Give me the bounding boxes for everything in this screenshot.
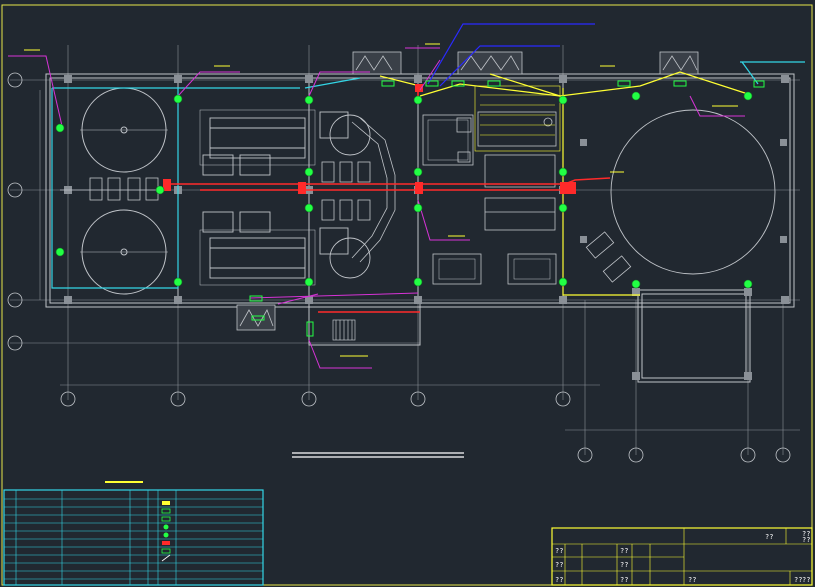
- title-cell-4: ??: [555, 547, 563, 555]
- chiller-return-bend: [351, 117, 396, 263]
- title-cell-3: ??: [802, 536, 810, 544]
- title-cell-11: ??: [794, 576, 802, 584]
- tank-large-right: [610, 109, 776, 275]
- scale-bar: [292, 452, 464, 458]
- title-cell-2: ??: [802, 530, 810, 538]
- pump-row-middle: [321, 161, 371, 221]
- red-pipe-network: [165, 86, 611, 313]
- cooling-tower-3: [659, 51, 699, 75]
- legend-table: [3, 481, 264, 586]
- electrical-room-equipment: [422, 111, 557, 285]
- title-cell-7: ??: [620, 561, 628, 569]
- cooling-tower-4: [236, 304, 276, 331]
- title-cell-10: ??: [688, 576, 696, 584]
- stair: [332, 319, 356, 341]
- title-block: [551, 527, 813, 586]
- cooling-tower-2: [457, 51, 523, 75]
- title-cell-12: ??: [802, 576, 810, 584]
- pumps-near-tank: [585, 231, 632, 283]
- red-pipe-fittings: [163, 84, 576, 194]
- legend-symbols: [161, 501, 171, 562]
- annotation-leader-labels: [24, 43, 738, 357]
- title-cell-5: ??: [620, 547, 628, 555]
- blue-leader-lines: [427, 23, 595, 87]
- title-cell-1: ??: [765, 533, 773, 541]
- magenta-pipe-network: [8, 47, 745, 369]
- valve-markers: [55, 91, 753, 289]
- cyan-pipe-network: [51, 61, 805, 289]
- valve-boxes: [249, 80, 765, 337]
- equipment-room-outline: [474, 85, 640, 296]
- chiller-unit-upper: [199, 109, 371, 176]
- cooling-tower-1: [352, 51, 402, 75]
- axis-bubbles: [7, 72, 791, 463]
- title-cell-8: ??: [555, 576, 563, 584]
- title-block-cells: ?? ?? ?? ?? ?? ?? ?? ?? ?? ?? ?? ??: [555, 530, 810, 584]
- drawing-frame: [1, 4, 813, 586]
- chiller-unit-lower: [199, 211, 371, 286]
- title-cell-6: ??: [555, 561, 563, 569]
- pump-group-left: [60, 177, 165, 201]
- title-cell-9: ??: [620, 576, 628, 584]
